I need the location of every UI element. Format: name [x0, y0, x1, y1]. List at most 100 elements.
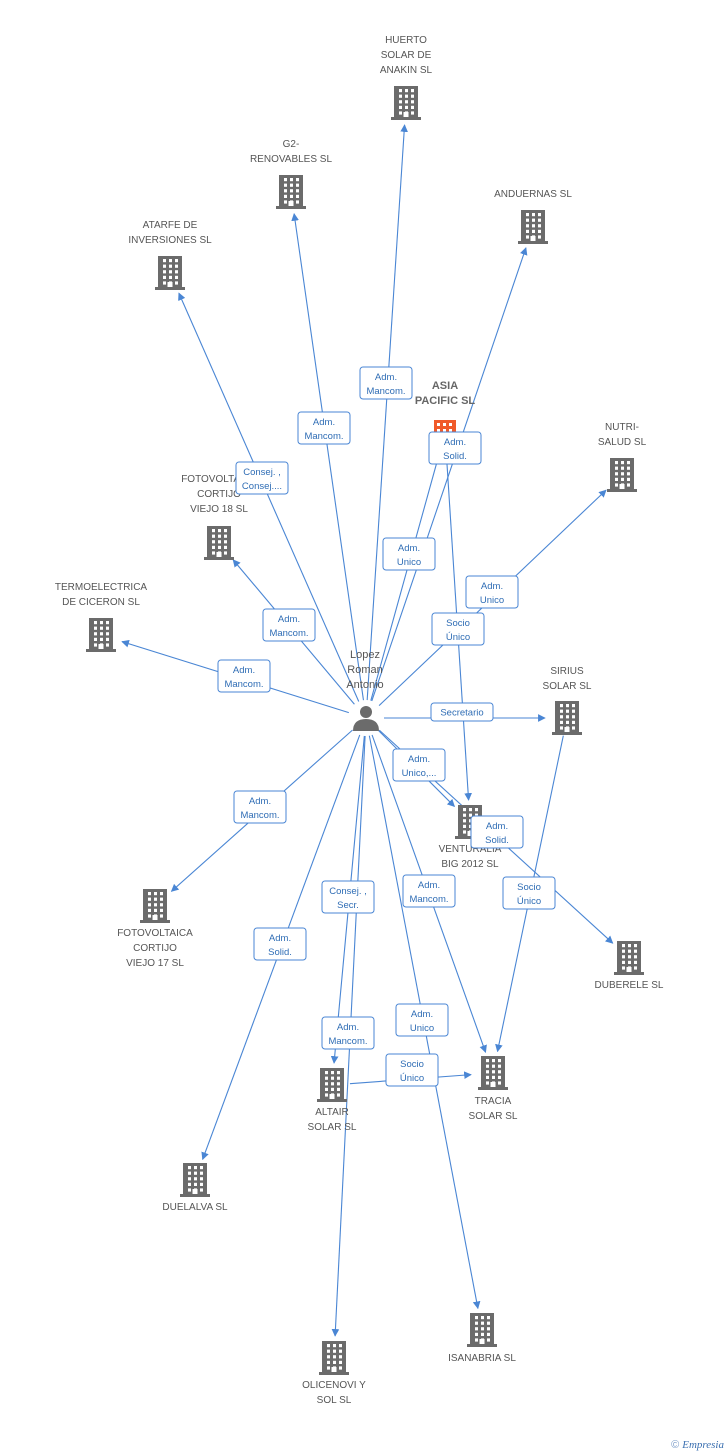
- relation-label-text: Adm.: [418, 880, 440, 891]
- relation-label-person-atarfe[interactable]: Consej. , Consej....: [235, 461, 289, 495]
- relation-label-person-anduernas[interactable]: Adm. Solid.: [428, 431, 482, 465]
- relation-label-person-fotov18[interactable]: Adm.Mancom.: [262, 608, 316, 642]
- company-node-isanabria[interactable]: ISANABRIA SL: [448, 1313, 516, 1364]
- relation-label-text: Unico: [397, 557, 421, 568]
- relation-edge-person-anduernas: [371, 247, 528, 702]
- company-name-line: FOTOVOLTAICA: [117, 928, 193, 939]
- relation-label-text: Socio: [446, 618, 470, 629]
- relation-label-text: Adm.: [398, 543, 420, 554]
- relation-label-person-duberele[interactable]: Adm.Solid.: [470, 815, 524, 849]
- relation-label-text: Socio: [400, 1059, 424, 1070]
- company-name-line: DE CICERON SL: [62, 597, 140, 608]
- building-icon: [86, 618, 116, 652]
- person-icon: [353, 706, 379, 731]
- relation-edge-person-huerto: [366, 124, 408, 701]
- relation-label-person-asia[interactable]: Adm. Unico: [382, 537, 436, 571]
- company-name-line: TRACIA: [475, 1096, 512, 1107]
- relation-label-person-tracia[interactable]: Adm. Mancom.: [402, 874, 456, 908]
- company-name-line: ANAKIN SL: [380, 65, 433, 76]
- relation-label-person-sirius[interactable]: Secretario: [430, 702, 494, 722]
- relation-label-person-duelalva[interactable]: Adm. Solid.: [253, 927, 307, 961]
- building-icon: [319, 1341, 349, 1375]
- relation-label-text: Consej. ,: [329, 886, 367, 897]
- relation-label-text: Mancom.: [224, 679, 263, 690]
- relation-label-text: Adm.: [375, 372, 397, 383]
- relation-edge-person-asia: [370, 453, 441, 701]
- company-name-line: VIEJO 18 SL: [190, 504, 248, 515]
- relation-label-text: Consej....: [242, 481, 282, 492]
- building-icon: [317, 1068, 347, 1102]
- relation-label-text: Solid.: [485, 835, 509, 846]
- relation-label-person-huerto[interactable]: Adm.Mancom.: [359, 366, 413, 400]
- relation-label-text: Adm.: [269, 933, 291, 944]
- company-name-line: FOTOVOLTAICA: [181, 474, 257, 485]
- relation-label-text: Mancom.: [240, 810, 279, 821]
- building-icon: [552, 701, 582, 735]
- building-icon: [180, 1163, 210, 1197]
- company-name-line: TERMOELECTRICA: [55, 582, 148, 593]
- company-name-line: ATARFE DE: [143, 220, 198, 231]
- company-node-termo[interactable]: TERMOELECTRICA DE CICERON SL: [55, 582, 148, 652]
- relation-label-text: Único: [400, 1073, 424, 1084]
- relation-label-text: Secr.: [337, 900, 359, 911]
- relation-edge-person-g2: [291, 213, 365, 701]
- company-node-duberele[interactable]: DUBERELE SL: [595, 941, 664, 991]
- relation-label-person-venturalia[interactable]: Adm. Unico,...: [392, 748, 446, 782]
- building-icon: [276, 175, 306, 209]
- company-node-duelalva[interactable]: DUELALVA SL: [162, 1163, 228, 1213]
- relation-label-text: Adm.: [444, 437, 466, 448]
- company-name-line: ASIA: [432, 380, 458, 392]
- relation-label-text: Socio: [517, 882, 541, 893]
- company-name-line: SOLAR SL: [308, 1122, 357, 1133]
- relation-label-person-nutri[interactable]: Adm. Unico: [465, 575, 519, 609]
- company-name-line: VENTURALIA: [439, 844, 502, 855]
- relation-label-text: Adm.: [278, 614, 300, 625]
- relation-label-text: Unico,...: [402, 768, 437, 779]
- relation-label-text: Único: [517, 896, 541, 907]
- relation-label-person-olicenovi[interactable]: Adm.Mancom.: [321, 1016, 375, 1050]
- relation-label-text: Mancom.: [328, 1036, 367, 1047]
- brand-footer: ©Empresia: [671, 1439, 724, 1451]
- company-node-fotov18[interactable]: FOTOVOLTAICA CORTIJO VIEJO 18 SL: [181, 474, 257, 560]
- company-name-line: ANDUERNAS SL: [494, 189, 572, 200]
- building-icon: [478, 1056, 508, 1090]
- relation-label-text: Adm.: [408, 754, 430, 765]
- building-icon: [607, 458, 637, 492]
- relation-label-text: Solid.: [443, 451, 467, 462]
- company-name-line: HUERTO: [385, 35, 427, 46]
- relation-label-text: Consej. ,: [243, 467, 281, 478]
- company-name-line: BIG 2012 SL: [441, 859, 499, 870]
- relation-label-person-g2[interactable]: Adm.Mancom.: [297, 411, 351, 445]
- relation-label-text: Adm.: [481, 581, 503, 592]
- copyright-symbol: ©: [671, 1439, 680, 1451]
- person-name-line: Lopez: [350, 649, 380, 661]
- relation-label-person-altair[interactable]: Consej. , Secr.: [321, 880, 375, 914]
- relation-label-text: Único: [446, 632, 470, 643]
- relation-label-text: Unico: [410, 1023, 434, 1034]
- company-node-nutri[interactable]: NUTRI-SALUD SL: [598, 422, 647, 492]
- relation-label-person-termo[interactable]: Adm.Mancom.: [217, 659, 271, 693]
- relation-label-text: Unico: [480, 595, 504, 606]
- company-node-g2[interactable]: G2-RENOVABLES SL: [250, 139, 333, 209]
- company-name-line: CORTIJO: [197, 489, 241, 500]
- relation-label-text: Solid.: [268, 947, 292, 958]
- person-name-line: Roman: [347, 664, 382, 676]
- relation-label-person-isanabria[interactable]: Adm.Unico: [395, 1003, 449, 1037]
- company-name-line: VIEJO 17 SL: [126, 958, 184, 969]
- company-node-anduernas[interactable]: ANDUERNAS SL: [494, 189, 572, 244]
- relation-label-person-fotov17[interactable]: Adm.Mancom.: [233, 790, 287, 824]
- relation-label-text: Mancom.: [409, 894, 448, 905]
- company-name-line: SALUD SL: [598, 437, 647, 448]
